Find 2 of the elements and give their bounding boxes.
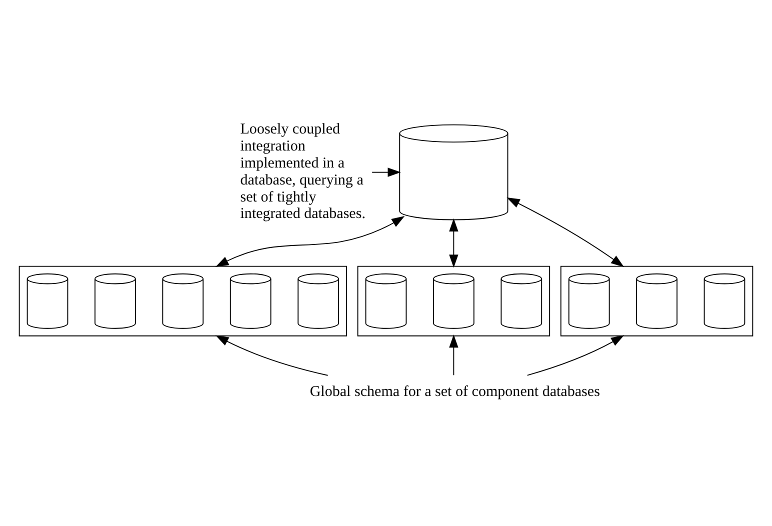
node-text: Loosely coupled integration implemented in a database, querying a set of tightly integrated databases. (240, 121, 366, 222)
node-text: Global schema for a set of component databases (310, 383, 600, 400)
